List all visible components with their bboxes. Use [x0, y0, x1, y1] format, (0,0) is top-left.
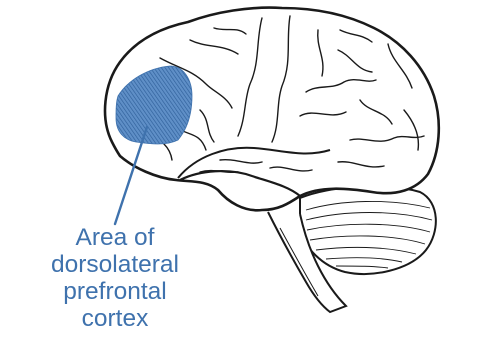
region-label-line: cortex — [30, 305, 200, 332]
region-label-line: Area of — [30, 224, 200, 251]
region-label: Area of dorsolateral prefrontal cortex — [30, 224, 200, 332]
region-label-line: dorsolateral — [30, 251, 200, 278]
region-label-line: prefrontal — [30, 278, 200, 305]
cerebellum — [300, 186, 436, 274]
